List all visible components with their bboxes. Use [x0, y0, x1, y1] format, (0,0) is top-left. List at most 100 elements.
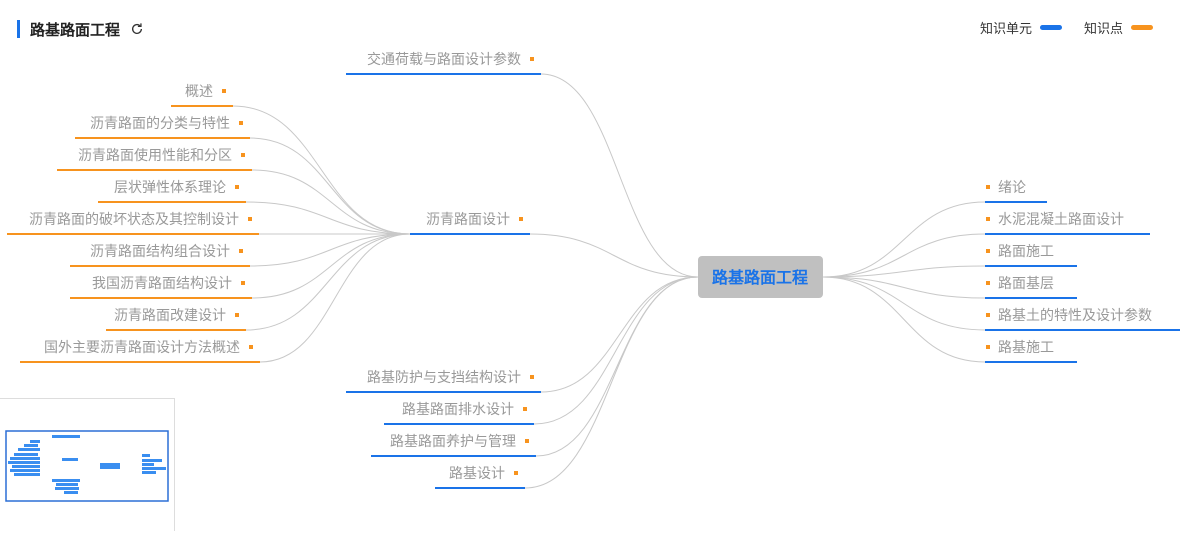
node-label: 交通荷载与路面设计参数: [367, 51, 521, 68]
connector-line: [533, 276, 699, 425]
node-label: 沥青路面设计: [426, 212, 510, 228]
node-label: 沥青路面结构组合设计: [90, 244, 230, 260]
node-label: 沥青路面的破坏状态及其控制设计: [29, 212, 239, 228]
mindmap-node-left[interactable]: 路基防护与支挡结构设计: [346, 369, 541, 393]
point-marker-icon: [249, 345, 253, 349]
mindmap-node-point[interactable]: 国外主要沥青路面设计方法概述: [20, 340, 260, 363]
minimap-preview[interactable]: [0, 399, 174, 531]
mindmap-node-point[interactable]: 沥青路面使用性能和分区: [57, 147, 252, 171]
connector-line: [529, 233, 699, 278]
connector-line: [535, 276, 699, 457]
legend-label-unit: 知识单元: [979, 22, 1032, 37]
panel-header: 路基路面工程: [17, 18, 144, 40]
node-label: 路基路面排水设计: [402, 401, 514, 418]
connector-line: [822, 265, 986, 278]
node-label: 概述: [185, 84, 213, 100]
legend-label-point: 知识点: [1083, 22, 1123, 37]
point-marker-icon: [235, 185, 239, 189]
minimap-viewport[interactable]: [5, 430, 169, 502]
point-marker-icon: [239, 121, 243, 125]
root-label: 路基路面工程: [712, 268, 808, 287]
mindmap-node-point[interactable]: 我国沥青路面结构设计: [70, 276, 252, 299]
point-marker-icon: [525, 439, 529, 443]
mindmap-node-left[interactable]: 路基路面养护与管理: [371, 433, 536, 457]
connector-line: [249, 233, 411, 267]
point-marker-icon: [530, 375, 534, 379]
title-accent-bar: [17, 20, 20, 38]
minimap[interactable]: [0, 398, 175, 531]
point-marker-icon: [222, 89, 226, 93]
connector-line: [232, 105, 411, 235]
connector-line: [524, 276, 699, 489]
node-label: 层状弹性体系理论: [114, 180, 226, 196]
node-label: 沥青路面使用性能和分区: [78, 147, 232, 164]
mindmap-node-right[interactable]: 路基土的特性及设计参数: [985, 307, 1180, 331]
connector-line: [822, 233, 986, 278]
node-label: 我国沥青路面结构设计: [92, 276, 232, 292]
mindmap-node-right[interactable]: 路面施工: [985, 244, 1077, 267]
point-marker-icon: [519, 217, 523, 221]
point-marker-icon: [235, 313, 239, 317]
mindmap-node-left[interactable]: 沥青路面设计: [410, 212, 530, 235]
legend-item-unit: 知识单元: [980, 18, 1062, 37]
mindmap-node-point[interactable]: 沥青路面的分类与特性: [75, 116, 250, 139]
connector-line: [251, 233, 411, 299]
point-marker-icon: [248, 217, 252, 221]
mindmap-node-point[interactable]: 层状弹性体系理论: [98, 180, 246, 203]
node-label: 国外主要沥青路面设计方法概述: [44, 340, 240, 356]
point-marker-icon: [241, 153, 245, 157]
root-box: [698, 256, 823, 298]
point-marker-icon: [986, 313, 990, 317]
legend-item-point: 知识点: [1084, 18, 1153, 37]
minimap-nodes: [8, 435, 166, 494]
mindmap-node-right[interactable]: 绪论: [985, 180, 1047, 203]
point-marker-icon: [241, 281, 245, 285]
point-marker-icon: [986, 217, 990, 221]
mindmap-root-node[interactable]: 路基路面工程: [698, 256, 823, 298]
point-marker-icon: [514, 471, 518, 475]
mindmap-node-right[interactable]: 水泥混凝土路面设计: [985, 212, 1150, 235]
connector-line: [245, 201, 411, 235]
node-label: 路基防护与支挡结构设计: [367, 369, 521, 386]
legend-swatch-unit: [1039, 25, 1062, 30]
node-label: 沥青路面的分类与特性: [90, 116, 230, 132]
point-marker-icon: [986, 281, 990, 285]
legend-swatch-point: [1131, 25, 1153, 30]
node-label: 路面施工: [998, 244, 1054, 260]
point-marker-icon: [523, 407, 527, 411]
mindmap-node-left[interactable]: 交通荷载与路面设计参数: [346, 51, 541, 75]
connector-line: [822, 276, 986, 299]
point-marker-icon: [986, 249, 990, 253]
mindmap-node-left[interactable]: 路基路面排水设计: [384, 401, 534, 425]
connector-line: [540, 276, 699, 393]
node-label: 路基施工: [998, 339, 1054, 356]
mindmap-node-point[interactable]: 沥青路面的破坏状态及其控制设计: [7, 212, 259, 235]
mindmap-node-point[interactable]: 沥青路面结构组合设计: [70, 244, 250, 267]
node-label: 路基设计: [449, 465, 505, 482]
connector-line: [259, 233, 411, 363]
point-marker-icon: [239, 249, 243, 253]
mindmap-node-right[interactable]: 路面基层: [985, 275, 1077, 299]
connector-line: [251, 169, 411, 235]
node-label: 路面基层: [998, 275, 1054, 292]
page-title: 路基路面工程: [30, 20, 121, 39]
mindmap-node-point[interactable]: 沥青路面改建设计: [106, 308, 246, 331]
connector-line: [822, 276, 986, 331]
node-label: 沥青路面改建设计: [114, 308, 226, 324]
refresh-icon[interactable]: [130, 22, 144, 36]
connector-line: [822, 276, 986, 363]
legend: 知识单元 知识点: [958, 18, 1153, 37]
mindmap-node-point[interactable]: 概述: [171, 84, 233, 107]
connector-lines: [232, 73, 986, 489]
node-label: 路基土的特性及设计参数: [998, 307, 1152, 324]
mindmap-node-right[interactable]: 路基施工: [985, 339, 1077, 363]
point-marker-icon: [986, 345, 990, 349]
node-label: 绪论: [998, 180, 1026, 196]
point-marker-icon: [986, 185, 990, 189]
connector-line: [245, 233, 411, 331]
connector-line: [540, 73, 699, 278]
mindmap-node-left[interactable]: 路基设计: [435, 465, 525, 489]
point-marker-icon: [530, 57, 534, 61]
node-label: 水泥混凝土路面设计: [998, 212, 1124, 228]
